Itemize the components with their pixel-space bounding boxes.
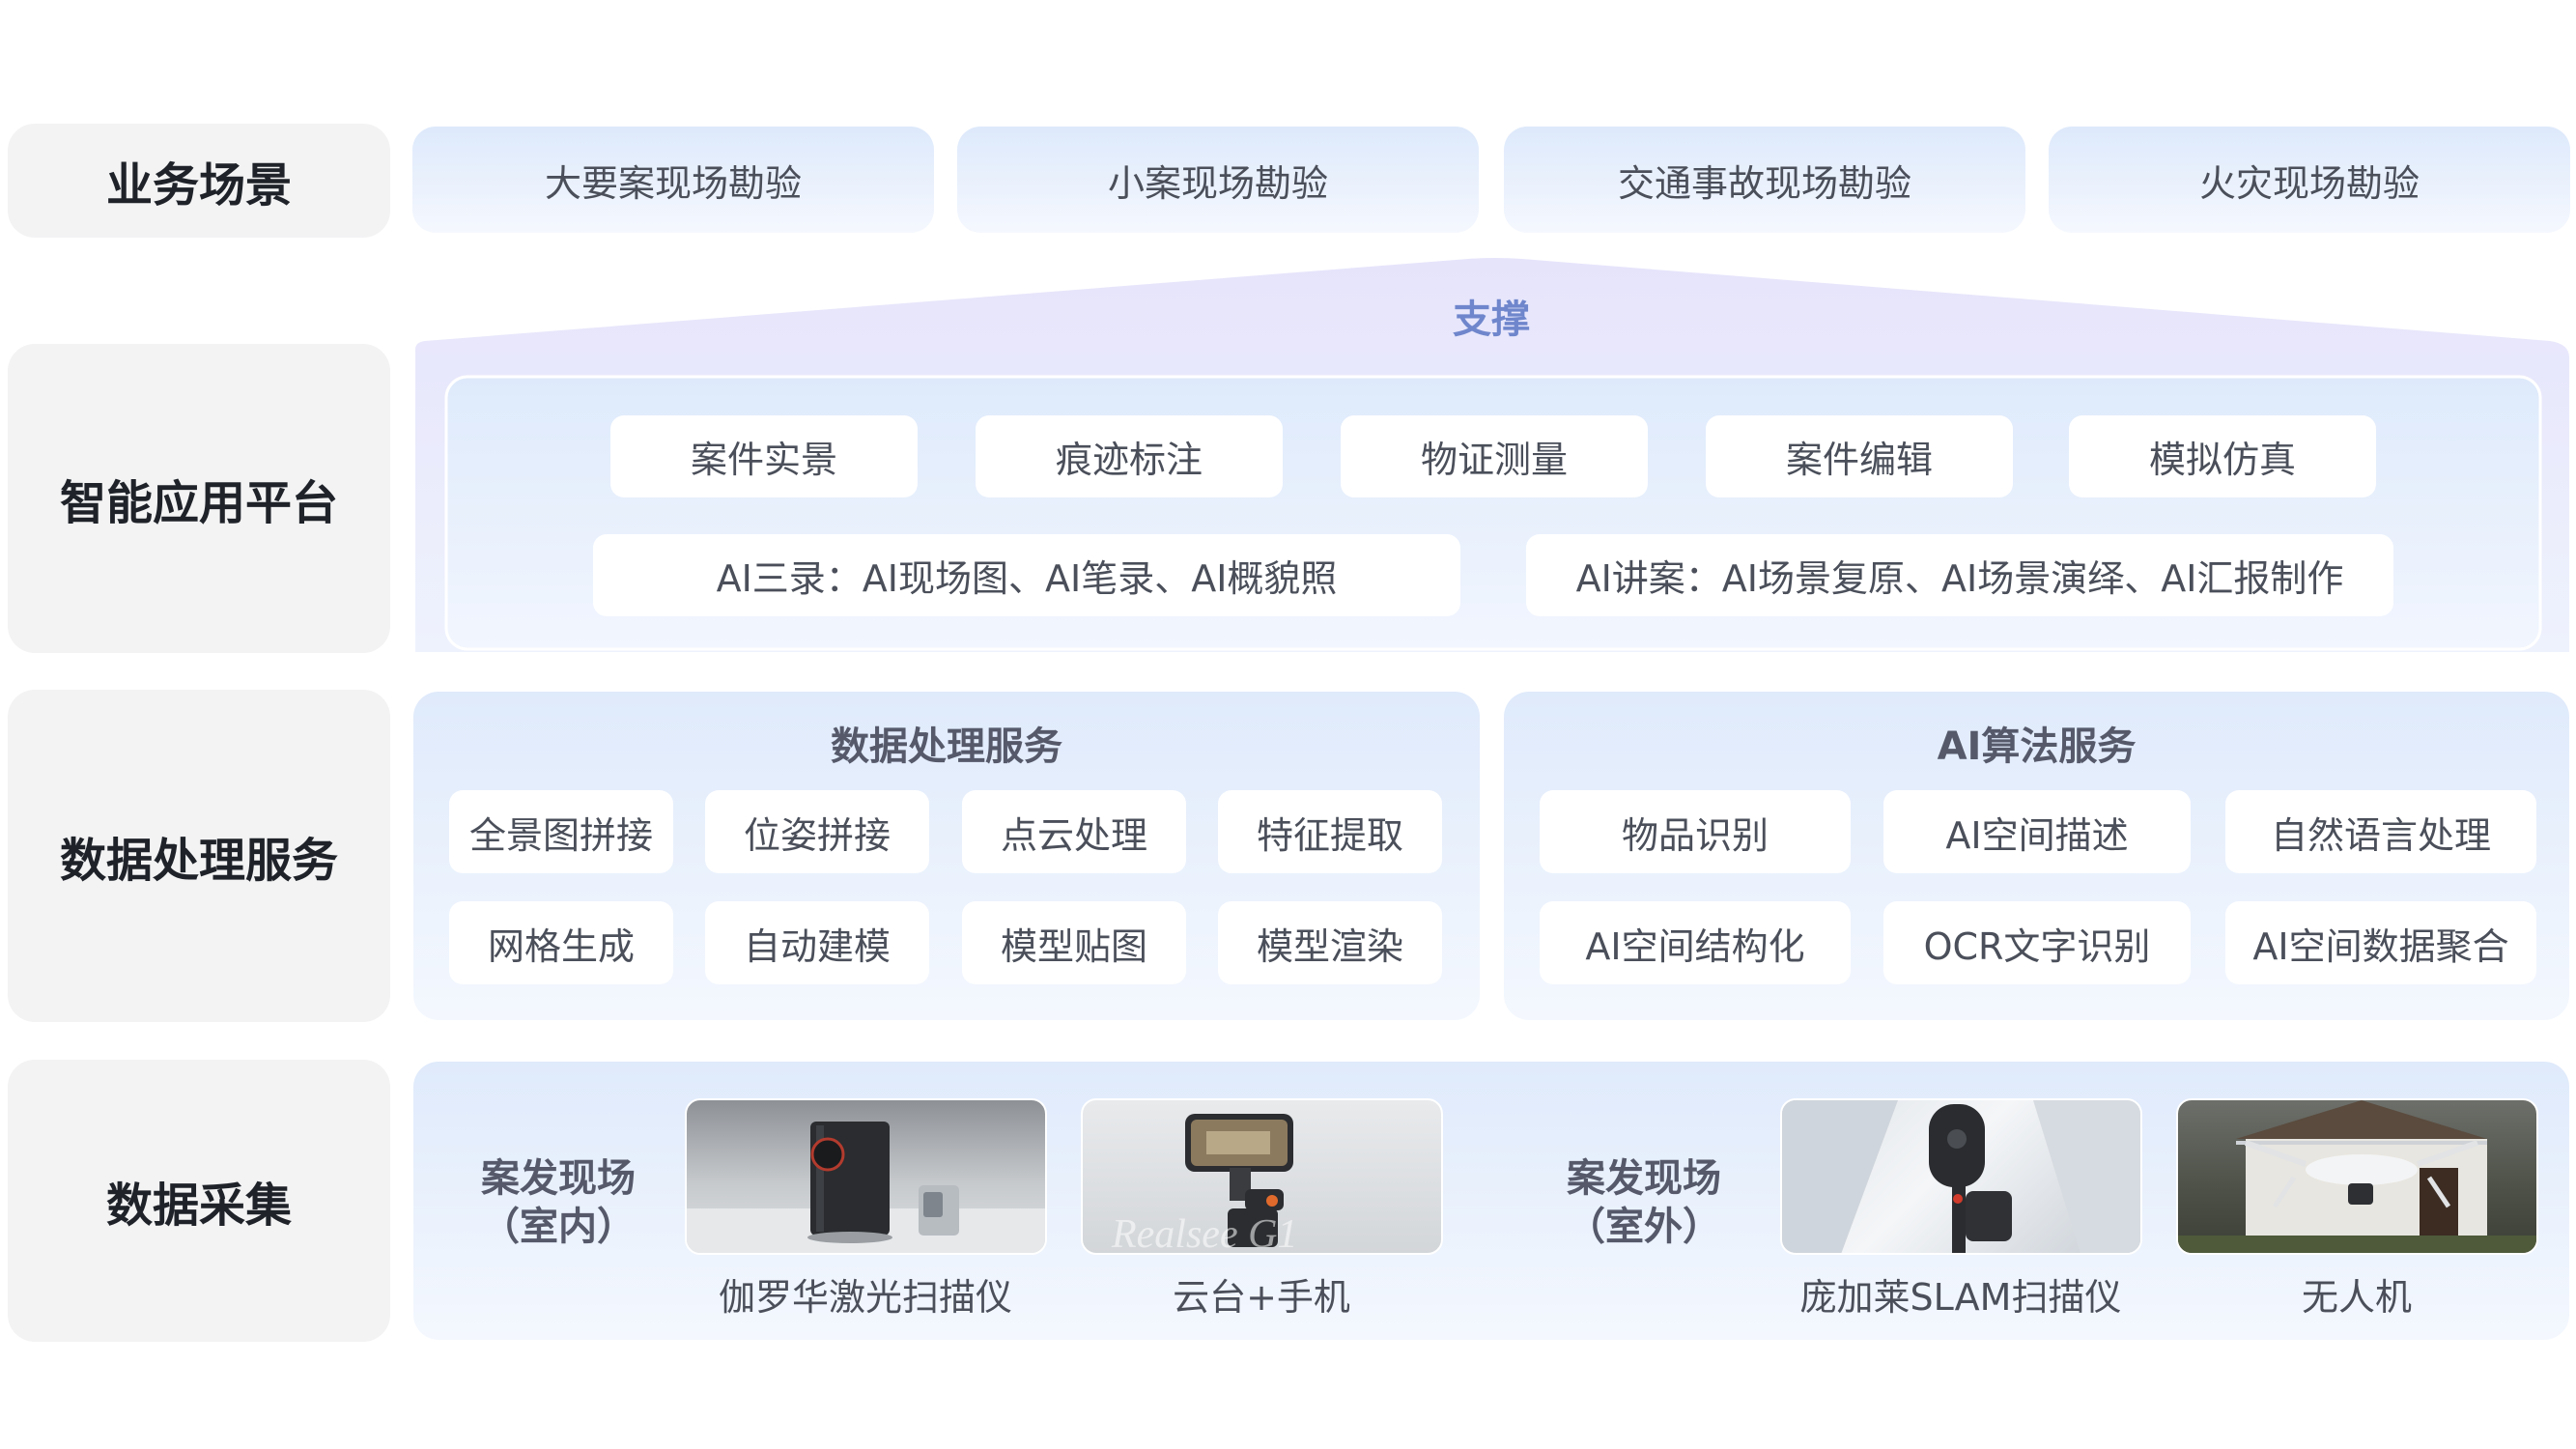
ai-object-recognition[interactable]: 物品识别 — [1540, 790, 1851, 873]
ai-algorithm-title: AI算法服务 — [1937, 724, 2137, 769]
app-simulation[interactable]: 模拟仿真 — [2069, 415, 2376, 497]
proc-mesh-generate[interactable]: 网格生成 — [449, 901, 673, 984]
indoor-scene-label: 案发现场 （室内） — [481, 1156, 636, 1249]
proc-model-texture[interactable]: 模型贴图 — [962, 901, 1186, 984]
ai-case-presentation[interactable]: AI讲案：AI场景复原、AI场景演绎、AI汇报制作 — [1526, 534, 2393, 616]
slam-scanner-caption: 庞加莱SLAM扫描仪 — [1799, 1276, 2122, 1319]
layer-label-business: 业务场景 — [8, 124, 390, 238]
drone-image — [2176, 1098, 2538, 1255]
ai-space-description[interactable]: AI空间描述 — [1883, 790, 2191, 873]
device-watermark: Realsee G1 — [1111, 1212, 1297, 1255]
ai-space-data-aggregation[interactable]: AI空间数据聚合 — [2225, 901, 2536, 984]
ai-three-records[interactable]: AI三录：AI现场图、AI笔录、AI概貌照 — [593, 534, 1460, 616]
laser-scanner-image — [685, 1098, 1047, 1255]
app-case-scene[interactable]: 案件实景 — [610, 415, 918, 497]
scene-card-traffic-accident[interactable]: 交通事故现场勘验 — [1504, 127, 2025, 233]
proc-feature-extract[interactable]: 特征提取 — [1218, 790, 1442, 873]
proc-point-cloud[interactable]: 点云处理 — [962, 790, 1186, 873]
app-case-edit[interactable]: 案件编辑 — [1706, 415, 2013, 497]
drone-caption: 无人机 — [2301, 1276, 2412, 1319]
gimbal-phone-image: Realsee G1 — [1081, 1098, 1443, 1255]
layer-label-platform: 智能应用平台 — [8, 344, 390, 653]
scene-card-minor-case[interactable]: 小案现场勘验 — [957, 127, 1479, 233]
proc-panorama-stitch[interactable]: 全景图拼接 — [449, 790, 673, 873]
data-processing-title: 数据处理服务 — [831, 724, 1062, 769]
proc-pose-stitch[interactable]: 位姿拼接 — [705, 790, 929, 873]
app-trace-annotation[interactable]: 痕迹标注 — [976, 415, 1283, 497]
support-label: 支撑 — [1453, 298, 1530, 342]
scene-card-major-case[interactable]: 大要案现场勘验 — [412, 127, 934, 233]
proc-auto-model[interactable]: 自动建模 — [705, 901, 929, 984]
proc-model-render[interactable]: 模型渲染 — [1218, 901, 1442, 984]
scene-card-fire[interactable]: 火灾现场勘验 — [2049, 127, 2570, 233]
layer-label-collection: 数据采集 — [8, 1060, 390, 1342]
outdoor-scene-label: 案发现场 （室外） — [1567, 1156, 1721, 1249]
laser-scanner-caption: 伽罗华激光扫描仪 — [718, 1276, 1012, 1319]
app-evidence-measure[interactable]: 物证测量 — [1341, 415, 1648, 497]
slam-scanner-image — [1780, 1098, 2142, 1255]
layer-label-processing: 数据处理服务 — [8, 690, 390, 1022]
ai-ocr[interactable]: OCR文字识别 — [1883, 901, 2191, 984]
ai-nlp[interactable]: 自然语言处理 — [2225, 790, 2536, 873]
ai-space-structuring[interactable]: AI空间结构化 — [1540, 901, 1851, 984]
gimbal-phone-caption: 云台+手机 — [1173, 1276, 1350, 1319]
